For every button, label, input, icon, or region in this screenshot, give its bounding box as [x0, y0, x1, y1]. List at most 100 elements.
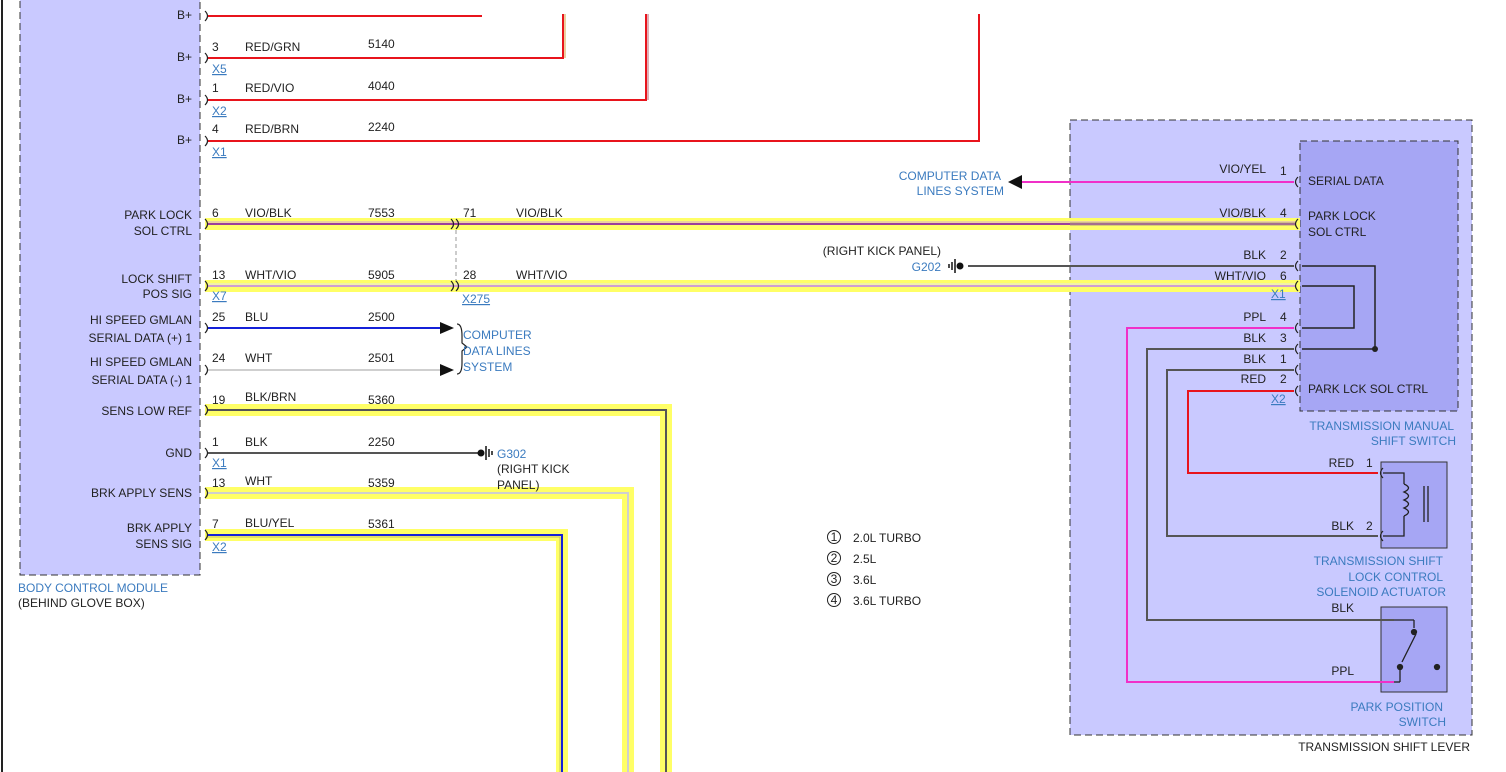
connector-x2-link[interactable]: X2 — [212, 104, 227, 118]
svg-text:4: 4 — [1280, 206, 1287, 220]
tmss-park-lck-sol-label: PARK LCK SOL CTRL — [1308, 382, 1428, 396]
svg-text:BLK: BLK — [1243, 352, 1266, 366]
svg-text:6: 6 — [212, 206, 219, 220]
tmss-connector-x2-link[interactable]: X2 — [1271, 392, 1286, 406]
svg-text:25: 25 — [212, 310, 226, 324]
svg-text:BLK: BLK — [1243, 248, 1266, 262]
engine-legend: 1 2.0L TURBO 2 2.5L 3 3.6L 4 3.6L TURBO — [827, 530, 921, 608]
svg-text:5140: 5140 — [368, 37, 395, 51]
bcm-gnd-label: GND — [165, 446, 192, 460]
solenoid-wire-blk: BLK — [1331, 519, 1354, 533]
bcm-connectors: X5 X2 X1 X7 X1 X2 — [212, 62, 227, 554]
svg-text:VIO/YEL: VIO/YEL — [1219, 162, 1266, 176]
gmlan-plus-arrow-icon — [440, 322, 454, 334]
svg-text:RED: RED — [1241, 372, 1267, 386]
bcm-park-lock-label: PARK LOCK — [124, 208, 192, 222]
bcm-wire-colors: RED/GRN RED/VIO RED/BRN VIO/BLK WHT/VIO … — [245, 40, 300, 530]
svg-text:5905: 5905 — [368, 268, 395, 282]
svg-text:4040: 4040 — [368, 79, 395, 93]
connector-marks — [204, 10, 1384, 542]
g302-label: G302 — [497, 447, 527, 461]
g202-ground-icon — [948, 259, 964, 273]
svg-text:PPL: PPL — [1243, 310, 1266, 324]
computer-data-lines-mid-2: DATA LINES — [463, 344, 531, 358]
bcm-gmlan-minus-label-2: SERIAL DATA (-) 1 — [92, 373, 193, 387]
bcm-lock-shift-label: LOCK SHIFT — [121, 272, 192, 286]
svg-text:13: 13 — [212, 268, 226, 282]
inline-park-wire: VIO/BLK — [516, 206, 563, 220]
g302-location-1: (RIGHT KICK — [497, 462, 569, 476]
tmss-connector-x1-link[interactable]: X1 — [1271, 287, 1286, 301]
g302-ground-icon — [477, 446, 493, 460]
bcm-gmlan-plus-label: HI SPEED GMLAN — [90, 313, 192, 327]
inline-lock-pin: 28 — [463, 268, 477, 282]
pps-wire-blk: BLK — [1331, 601, 1354, 615]
bcm-title: BODY CONTROL MODULE — [18, 581, 168, 595]
svg-text:5360: 5360 — [368, 393, 395, 407]
svg-text:2240: 2240 — [368, 120, 395, 134]
svg-text:2.5L: 2.5L — [853, 552, 877, 566]
svg-text:RED/BRN: RED/BRN — [245, 122, 299, 136]
svg-text:WHT/VIO: WHT/VIO — [1215, 269, 1266, 283]
svg-text:VIO/BLK: VIO/BLK — [1219, 206, 1266, 220]
svg-text:1: 1 — [1280, 352, 1287, 366]
bcm-brk-apply-sig-label-2: SENS SIG — [135, 537, 192, 551]
bcm-sens-low-ref-label: SENS LOW REF — [101, 404, 192, 418]
connector-x5-link[interactable]: X5 — [212, 62, 227, 76]
svg-text:BLK: BLK — [245, 435, 268, 449]
solenoid-pin-1: 1 — [1366, 456, 1373, 470]
bcm-brk-apply-sig-label: BRK APPLY — [127, 521, 192, 535]
bcm-location: (BEHIND GLOVE BOX) — [18, 596, 145, 610]
bcm-bplus-label-1: B+ — [177, 50, 192, 64]
pps-title-2: SWITCH — [1399, 715, 1446, 729]
solenoid-pin-2: 2 — [1366, 519, 1373, 533]
connector-x2-brk-link[interactable]: X2 — [212, 540, 227, 554]
solenoid-wire-red: RED — [1329, 456, 1355, 470]
svg-text:5359: 5359 — [368, 476, 395, 490]
pps-wire-ppl: PPL — [1331, 664, 1354, 678]
svg-text:2: 2 — [831, 551, 838, 565]
svg-text:7553: 7553 — [368, 206, 395, 220]
computer-data-lines-mid-1: COMPUTER — [463, 328, 532, 342]
computer-data-lines-top-2: LINES SYSTEM — [917, 184, 1004, 198]
tmss-title-2: SHIFT SWITCH — [1371, 434, 1456, 448]
connector-x275-link[interactable]: X275 — [462, 292, 490, 306]
tmss-wire-labels: VIO/YEL VIO/BLK BLK WHT/VIO PPL BLK BLK … — [1215, 162, 1267, 386]
bcm-pin-numbers: 3 1 4 6 13 25 24 19 1 13 7 — [212, 40, 226, 531]
bcm-park-lock-label-2: SOL CTRL — [134, 224, 193, 238]
g302-location-2: PANEL) — [497, 478, 539, 492]
computer-data-lines-top-1: COMPUTER DATA — [899, 169, 1001, 183]
bcm-bplus-label-0: B+ — [177, 8, 192, 22]
tmss-serial-data-label: SERIAL DATA — [1308, 174, 1384, 188]
solenoid-coil-icon — [1383, 472, 1429, 537]
svg-text:1: 1 — [831, 530, 838, 544]
svg-text:5361: 5361 — [368, 517, 395, 531]
svg-text:WHT: WHT — [245, 474, 273, 488]
bcm-lock-shift-label-2: POS SIG — [143, 287, 192, 301]
connector-x1-gnd-link[interactable]: X1 — [212, 456, 227, 470]
connector-x1-link[interactable]: X1 — [212, 145, 227, 159]
svg-text:2500: 2500 — [368, 310, 395, 324]
computer-data-lines-mid-3: SYSTEM — [463, 360, 512, 374]
bcm-gmlan-plus-label-2: SERIAL DATA (+) 1 — [89, 331, 193, 345]
svg-text:19: 19 — [212, 393, 226, 407]
connector-x7-link[interactable]: X7 — [212, 289, 227, 303]
inline-lock-wire: WHT/VIO — [516, 268, 567, 282]
svg-text:WHT/VIO: WHT/VIO — [245, 268, 296, 282]
svg-text:RED/VIO: RED/VIO — [245, 81, 294, 95]
svg-text:4: 4 — [831, 593, 838, 607]
svg-text:BLK: BLK — [1243, 331, 1266, 345]
serial-data-arrow-icon — [1008, 175, 1022, 189]
svg-text:3.6L: 3.6L — [853, 573, 877, 587]
svg-text:24: 24 — [212, 351, 226, 365]
tmss-title-1: TRANSMISSION MANUAL — [1309, 419, 1454, 433]
solenoid-title-1: TRANSMISSION SHIFT — [1314, 554, 1444, 568]
bcm-bplus-label-3: B+ — [177, 133, 192, 147]
wires — [208, 14, 1394, 772]
pps-title-1: PARK POSITION — [1351, 700, 1443, 714]
svg-text:3.6L TURBO: 3.6L TURBO — [853, 594, 921, 608]
svg-text:13: 13 — [212, 476, 226, 490]
svg-text:2: 2 — [1280, 248, 1287, 262]
park-switch-contact-icon — [1394, 619, 1441, 683]
